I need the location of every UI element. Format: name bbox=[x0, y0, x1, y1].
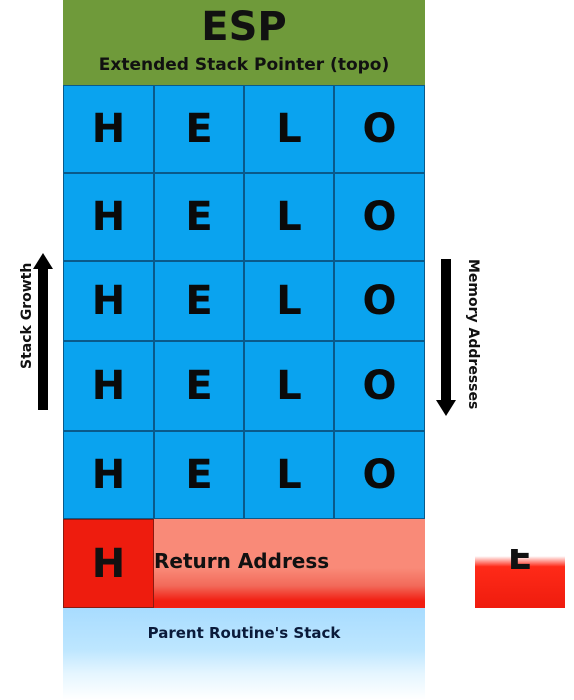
parent-stack-block: Parent Routine's Stack bbox=[63, 608, 425, 700]
buffer-cell: O bbox=[334, 431, 425, 519]
parent-stack-label: Parent Routine's Stack bbox=[147, 624, 341, 642]
return-address-label: Return Address bbox=[154, 549, 330, 573]
stack-growth-arrow-icon bbox=[33, 253, 53, 410]
esp-subtitle: Extended Stack Pointer (topo) bbox=[98, 55, 390, 75]
return-address-block bbox=[154, 519, 425, 608]
buffer-cell: E bbox=[154, 173, 244, 261]
memory-addresses-label: Memory Addresses bbox=[465, 259, 481, 410]
buffer-cell: L bbox=[244, 85, 334, 173]
buffer-cell: O bbox=[334, 341, 425, 431]
buffer-cell: O bbox=[334, 85, 425, 173]
buffer-cell: O bbox=[334, 261, 425, 341]
buffer-cell: L bbox=[244, 261, 334, 341]
buffer-cell: L bbox=[244, 173, 334, 261]
buffer-cell: L bbox=[244, 341, 334, 431]
esp-block: ESP Extended Stack Pointer (topo) bbox=[63, 0, 425, 85]
buffer-cell: E bbox=[154, 85, 244, 173]
buffer-cell: H bbox=[63, 85, 154, 173]
buffer-cell: E bbox=[154, 261, 244, 341]
overflow-cell: H bbox=[63, 519, 154, 608]
buffer-cell: H bbox=[63, 341, 154, 431]
esp-title: ESP bbox=[201, 4, 287, 50]
buffer-cell: E bbox=[154, 341, 244, 431]
buffer-cell: E bbox=[154, 431, 244, 519]
buffer-cell: O bbox=[334, 173, 425, 261]
buffer-cell: L bbox=[244, 431, 334, 519]
buffer-cell: H bbox=[63, 173, 154, 261]
floating-cell: E bbox=[475, 549, 565, 608]
memory-addresses-arrow-icon bbox=[436, 259, 456, 416]
floating-char: E bbox=[507, 549, 533, 578]
stack-growth-label: Stack Growth bbox=[19, 262, 35, 369]
buffer-cell: H bbox=[63, 431, 154, 519]
buffer-cell: H bbox=[63, 261, 154, 341]
return-address-row: H Return Address bbox=[63, 519, 425, 608]
